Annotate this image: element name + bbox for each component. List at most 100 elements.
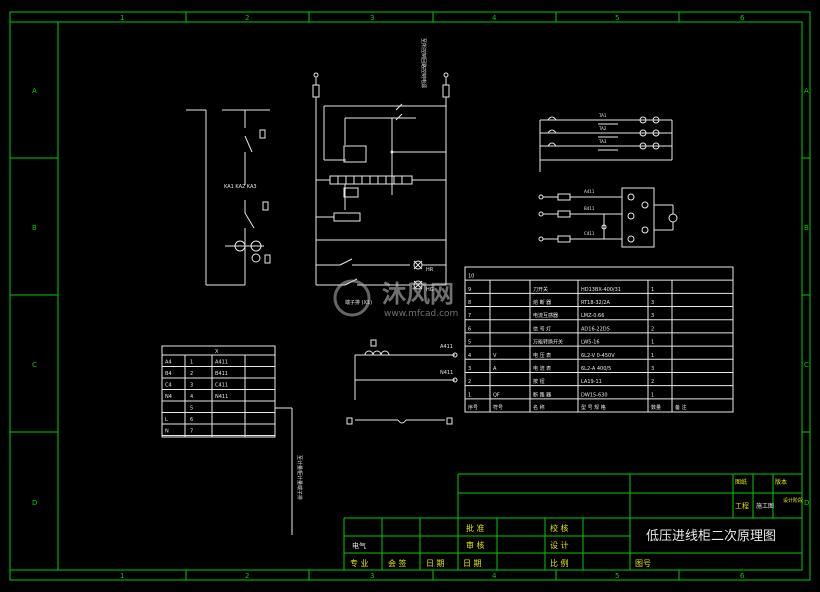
parts-cell-name: 熔 断 器 <box>533 299 551 306</box>
bottom-num-6: 6 <box>740 572 745 580</box>
parts-cell-spec: 6L2-A 400/5 <box>581 366 611 372</box>
right-letter-d: D <box>804 499 809 507</box>
design-label: 设 计 <box>550 540 569 550</box>
approve-label: 批 准 <box>466 523 485 533</box>
legend-cell: B4 <box>165 371 172 377</box>
right-ruler: A B C D <box>802 87 810 507</box>
parts-cell-no: 8 <box>468 300 471 306</box>
top-num-5: 5 <box>615 14 619 22</box>
parts-cell-name: 按 钮 <box>533 378 545 385</box>
ct-wiring: TA1 TA2 TA3 <box>539 113 673 172</box>
legend-cell: 2 <box>190 371 193 377</box>
left-letter-a: A <box>32 87 37 95</box>
legend-cell: C4 <box>165 383 172 389</box>
legend-cell: B411 <box>215 371 228 377</box>
lamp-hr-label: HR <box>426 267 434 273</box>
parts-cell-no: 1 <box>468 392 471 398</box>
main-contact-circuit: KA1 KA2 KA3 <box>186 109 271 286</box>
legend-cell: 1 <box>190 360 193 366</box>
review-label: 审 核 <box>466 540 485 550</box>
parts-cell-qty: 3 <box>651 313 654 319</box>
parts-cell-name: 电 压 表 <box>533 352 551 359</box>
parts-cell-no: 10 <box>468 274 474 280</box>
legend-cell: C411 <box>215 383 228 389</box>
parts-header-cell: 型 号 规 格 <box>581 404 606 411</box>
parts-cell-no: 6 <box>468 326 471 332</box>
top-num-3: 3 <box>370 14 374 22</box>
parts-cell-qty: 1 <box>651 353 654 359</box>
stage-top-right: 版本 <box>775 478 787 486</box>
parts-cell-no: 9 <box>468 287 471 293</box>
top-num-2: 2 <box>245 14 249 22</box>
parts-cell-spec: 6L2-V 0-450V <box>581 353 615 359</box>
bottom-num-1: 1 <box>120 572 124 580</box>
watermark-url: www.mfcad.com <box>384 309 458 319</box>
parts-cell-spec: DW15-630 <box>581 392 608 398</box>
construction-drawing-label: 施工图 <box>756 502 774 510</box>
scale-label: 比 例 <box>550 558 569 568</box>
design-stage-label: 设计阶段 <box>783 497 803 504</box>
legend-cell: L <box>165 417 168 423</box>
legend-cell: 5 <box>190 406 193 412</box>
legend-cell: N <box>165 429 169 435</box>
parts-header-cell: 备 注 <box>675 404 687 411</box>
top-num-4: 4 <box>492 14 497 22</box>
date-label-1: 日 期 <box>426 559 445 568</box>
parts-header-cell: 序号 <box>468 404 478 411</box>
circuit-vertical-label: 至所控制回路控制电源 <box>420 38 427 88</box>
check-label: 校 核 <box>550 523 569 533</box>
legend-cell: 3 <box>190 383 193 389</box>
parts-header-cell: 数量 <box>651 404 661 411</box>
control-circuit: 至所控制回路控制电源 <box>312 38 450 306</box>
ta3-label: TA3 <box>598 139 607 144</box>
parts-cell-qty: 2 <box>651 379 654 385</box>
phase-a-label: A411 <box>440 344 453 350</box>
top-num-6: 6 <box>740 14 745 22</box>
parts-cell-name: 万能转换开关 <box>533 339 563 346</box>
neutral-label: N411 <box>440 370 453 376</box>
outer-frame <box>9 11 811 581</box>
stage-top-left: 图纸 <box>735 478 747 486</box>
parts-cell-qty: 1 <box>651 287 654 293</box>
coil-circuit: A411 N411 <box>346 339 458 425</box>
right-letter-b: B <box>804 224 809 232</box>
lamp-hg-label: HG <box>426 287 434 293</box>
phase-c-switch-label: C411 <box>584 231 595 236</box>
drawing-title: 低压进线柜二次原理图 <box>646 528 776 544</box>
watermark: 沐风网 www.mfcad.com <box>333 279 458 319</box>
phase-b-switch-label: B411 <box>584 206 595 211</box>
parts-header-cell: 符号 <box>493 404 503 411</box>
legend-cell: N411 <box>215 394 228 400</box>
parts-cell-name: 刀开关 <box>533 286 548 293</box>
parts-cell-spec: AD16-22DS <box>581 326 610 332</box>
parts-cell-qty: 1 <box>651 392 654 398</box>
bottom-num-4: 4 <box>492 572 497 580</box>
legend-header: X <box>215 349 219 355</box>
parts-cell-spec: LMZ-0.66 <box>581 313 604 319</box>
right-letter-a: A <box>804 87 809 95</box>
parts-cell-sym: V <box>493 353 497 359</box>
parts-cell-spec: RT18-32/2A <box>581 300 611 306</box>
bottom-num-5: 5 <box>615 572 619 580</box>
relay-label: KA1 KA2 KA3 <box>224 184 257 190</box>
legend-cell: A4 <box>165 360 172 366</box>
parts-cell-name: 信 号 灯 <box>533 325 551 332</box>
parts-cell-no: 2 <box>468 379 471 385</box>
parts-cell-no: 4 <box>468 353 471 359</box>
legend-cell: 4 <box>190 394 193 400</box>
left-letter-b: B <box>32 224 37 232</box>
legend-cell: 7 <box>190 429 193 435</box>
watermark-brand: 沐风网 <box>382 280 454 308</box>
signature-label: 会 签 <box>388 558 407 568</box>
parts-cell-no: 3 <box>468 366 471 372</box>
parts-cell-qty: 2 <box>651 326 654 332</box>
parts-cell-qty: 3 <box>651 300 654 306</box>
terminal-vertical-label: 至计量柜计量端子排 <box>296 455 303 500</box>
ta1-label: TA1 <box>598 113 607 118</box>
phase-a-switch-label: A411 <box>584 189 595 194</box>
legend-cell: A411 <box>215 360 228 366</box>
legend-cell: 6 <box>190 417 193 423</box>
bottom-ruler: 1 2 3 4 5 6 <box>10 569 802 580</box>
